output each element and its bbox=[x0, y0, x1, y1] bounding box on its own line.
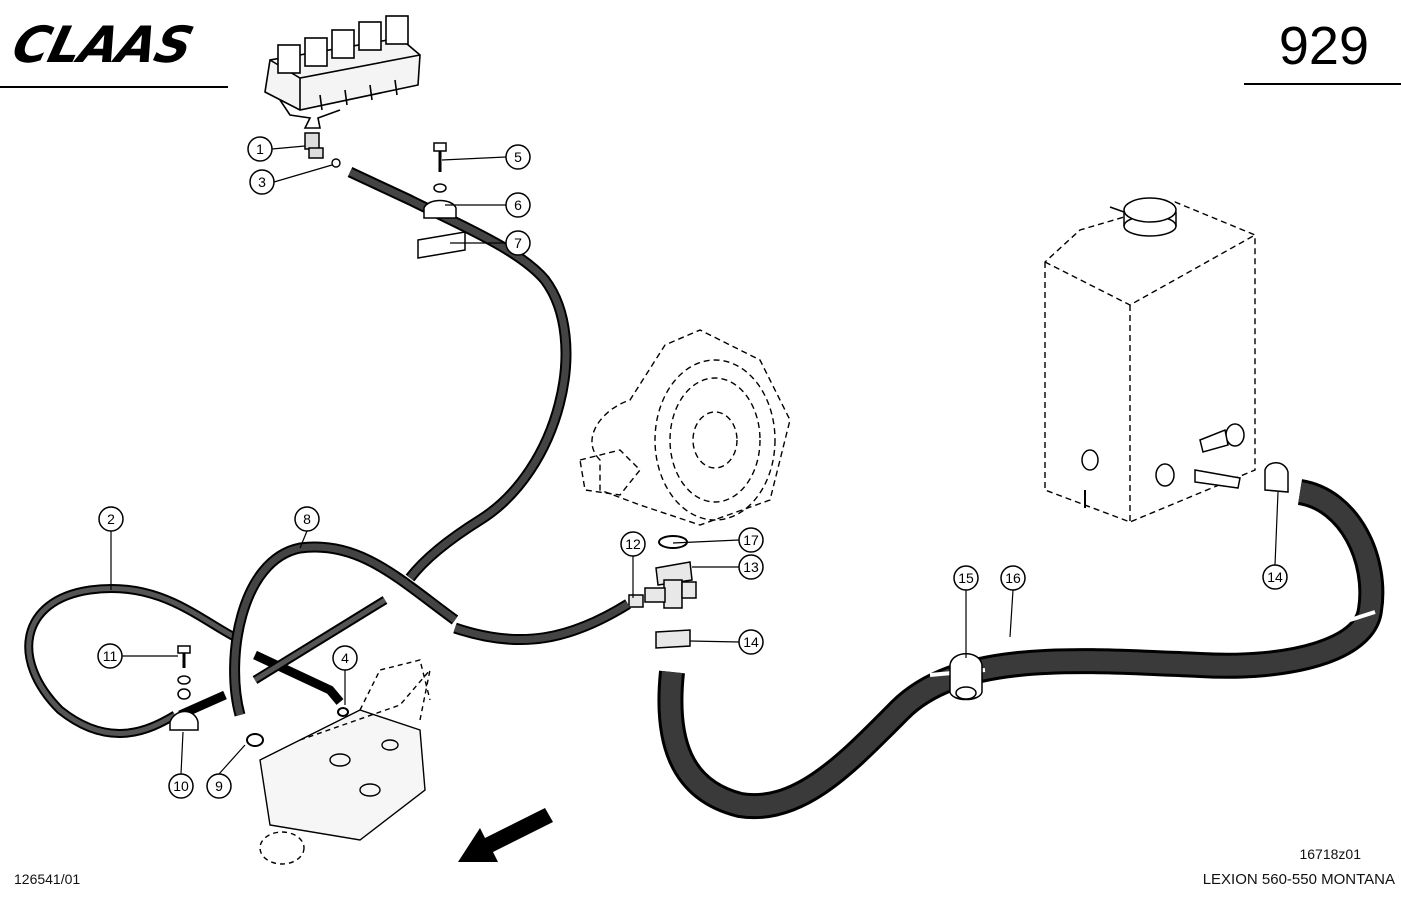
model-label: LEXION 560-550 MONTANA bbox=[1202, 871, 1395, 888]
hose-clamp-15 bbox=[949, 653, 983, 701]
oil-tank bbox=[1044, 201, 1256, 523]
upper-clamp bbox=[417, 142, 466, 259]
direction-arrow bbox=[458, 808, 553, 862]
suction-hose bbox=[657, 479, 1385, 820]
callout-8: 8 bbox=[303, 511, 311, 527]
callout-13: 13 bbox=[743, 559, 759, 575]
callout-15: 15 bbox=[958, 570, 974, 586]
callout-17: 17 bbox=[743, 532, 759, 548]
tee-fitting bbox=[304, 132, 324, 159]
callout-3: 3 bbox=[258, 174, 266, 190]
callout-9: 9 bbox=[215, 778, 223, 794]
control-valve-block bbox=[264, 15, 421, 129]
leader-lines bbox=[110, 145, 1279, 775]
distribution-fitting bbox=[628, 535, 697, 649]
callout-16: 16 bbox=[1005, 570, 1021, 586]
drawing-number: 16718z01 bbox=[1299, 846, 1361, 862]
callout-1: 1 bbox=[256, 141, 264, 157]
callout-14-tank: 14 bbox=[1267, 569, 1283, 585]
o-ring-3 bbox=[331, 158, 341, 168]
tank-fittings bbox=[1081, 423, 1289, 508]
hydraulic-pump bbox=[246, 659, 432, 865]
callout-12: 12 bbox=[625, 536, 641, 552]
callout-2: 2 bbox=[107, 511, 115, 527]
callout-circles bbox=[97, 136, 1288, 799]
pump-gear-housing bbox=[579, 329, 791, 526]
document-number: 126541/01 bbox=[14, 871, 81, 887]
callout-7: 7 bbox=[514, 235, 522, 251]
lower-clamp bbox=[169, 645, 199, 731]
callout-4: 4 bbox=[341, 650, 349, 666]
callout-6: 6 bbox=[514, 197, 522, 213]
callout-10: 10 bbox=[173, 778, 189, 794]
page-number: 929 bbox=[1278, 16, 1369, 76]
hose-upper bbox=[347, 167, 572, 582]
callout-14-fitting: 14 bbox=[743, 634, 759, 650]
callout-5: 5 bbox=[514, 149, 522, 165]
tank-cap bbox=[1109, 197, 1177, 237]
hose-to-fitting-12 bbox=[453, 599, 631, 646]
hose-8 bbox=[229, 541, 459, 717]
callout-11: 11 bbox=[103, 648, 118, 664]
